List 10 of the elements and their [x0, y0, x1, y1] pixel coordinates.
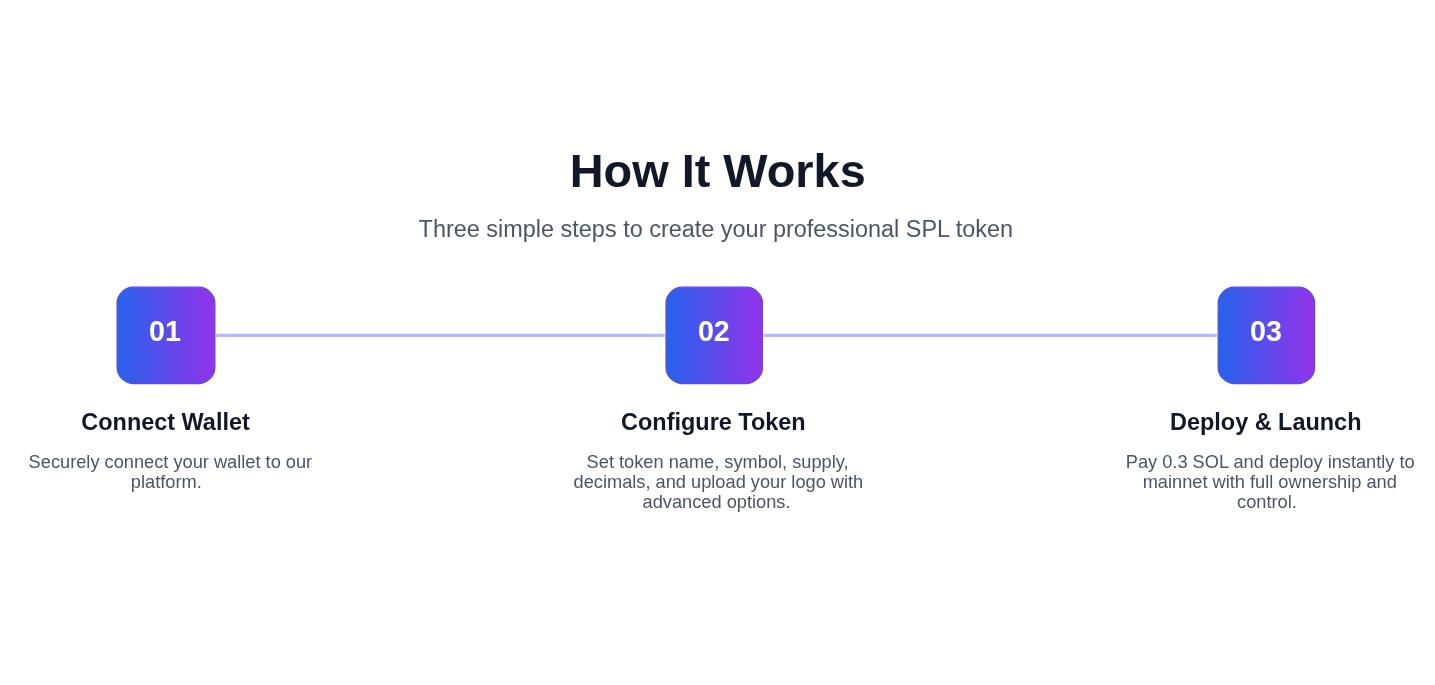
node-label: Deploy & Launch — [1170, 408, 1362, 435]
label: Three simple steps to create your professional SPL token — [418, 215, 1014, 242]
node-label: Pay 0.3 SOL and deploy instantly to mainnet with full ownership and control. — [1125, 451, 1415, 512]
diagram-title: How It Works — [569, 144, 866, 197]
connector — [216, 333, 665, 337]
connector — [763, 333, 1217, 337]
node-label: Set token name, symbol, supply, decimals, and upload your logo with advanced options. — [573, 451, 864, 512]
node-label: Configure Token — [621, 408, 806, 435]
node-label: Connect Wallet — [81, 408, 250, 435]
node-label: Securely connect your wallet to our platform. — [28, 451, 313, 492]
